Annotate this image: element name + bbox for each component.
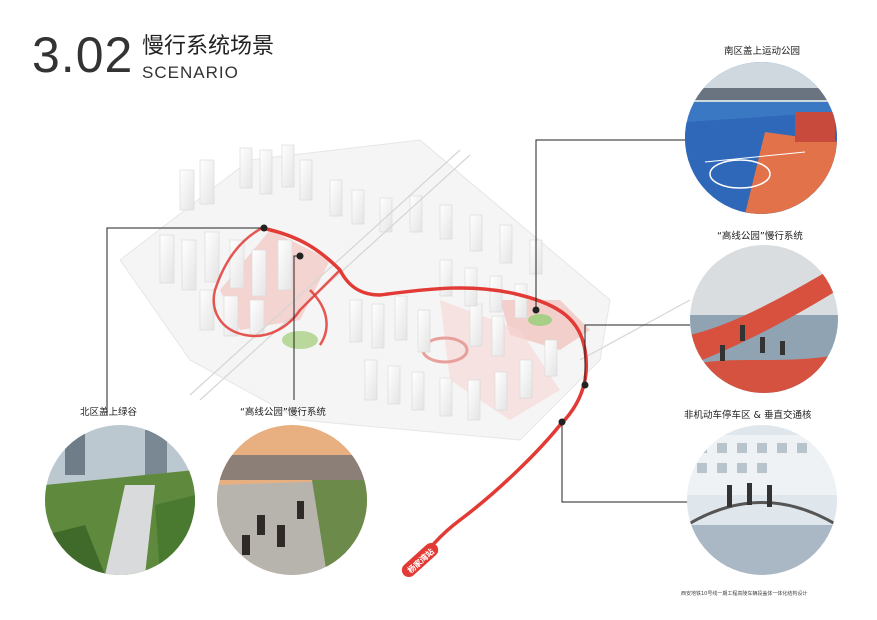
section-title: 慢行系统场景: [142, 34, 275, 59]
footnote: 西安地铁10号线一期工程高陵车辆段盖体一体化结构设计: [681, 591, 808, 597]
leader-dots: [260, 224, 589, 426]
green-plaza: [282, 331, 318, 349]
label-south-park: 南区盖上运动公园: [724, 46, 801, 57]
leader-highline-right: [584, 324, 690, 385]
photo-bike-parking: [687, 425, 837, 575]
photo-south-park: [685, 62, 837, 214]
leader-bike-parking: [561, 422, 690, 503]
label-highline-left: “高线公园”慢行系统: [240, 407, 326, 418]
label-north-green: 北区盖上绿谷: [80, 407, 138, 418]
leader-north-green: [106, 227, 264, 415]
leader-lines: [106, 139, 690, 503]
building-blocks: [159, 144, 558, 421]
label-highline-right: “高线公园”慢行系统: [717, 231, 803, 242]
slow-traffic-route: [260, 226, 588, 572]
slow-traffic-route-loop: [309, 289, 328, 346]
photo-highline-left: [217, 425, 367, 575]
green-lawn: [528, 314, 552, 326]
sports-court-photo: [685, 62, 837, 214]
bike-parking-photo: [687, 425, 837, 575]
slow-traffic-route-west: [212, 226, 342, 338]
station-badge: 杨家湾站: [401, 542, 439, 578]
section-number: 3.02: [32, 27, 134, 83]
elevated-bikeway-photo: [690, 245, 838, 393]
green-valley-photo: [45, 425, 195, 575]
rail-lines: [189, 149, 691, 401]
highline-walk-photo: [217, 425, 367, 575]
section-subtitle: SCENARIO: [142, 63, 239, 82]
photo-highline-right: [690, 245, 838, 393]
label-bike-parking: 非机动车停车区 & 垂直交通核: [684, 410, 812, 421]
photo-north-green: [45, 425, 195, 575]
leader-south-park: [535, 139, 690, 310]
